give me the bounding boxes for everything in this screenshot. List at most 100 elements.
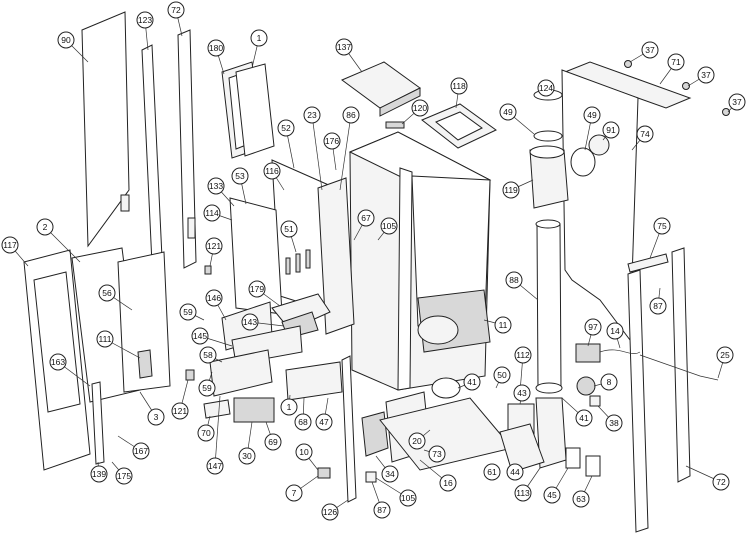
svg-text:47: 47	[319, 417, 329, 427]
part-72-rail-left	[177, 29, 197, 269]
callout-70: 70	[197, 424, 215, 442]
svg-text:176: 176	[325, 136, 339, 146]
callout-123: 123	[136, 11, 154, 29]
callout-72: 72	[712, 473, 730, 491]
part-44-base	[499, 423, 545, 473]
svg-text:146: 146	[207, 293, 221, 303]
callout-88: 88	[505, 271, 523, 289]
svg-text:167: 167	[134, 446, 148, 456]
callout-105: 105	[380, 217, 398, 235]
callout-91: 91	[602, 121, 620, 139]
part-23-firebox-side	[317, 177, 355, 335]
callout-63: 63	[572, 490, 590, 508]
callout-118: 118	[450, 77, 468, 95]
svg-text:41: 41	[467, 377, 477, 387]
callout-90: 90	[57, 31, 75, 49]
part-38-bracket	[589, 395, 601, 407]
callout-67: 67	[357, 209, 375, 227]
callout-137: 137	[335, 38, 353, 56]
callout-37: 37	[641, 41, 659, 59]
svg-text:51: 51	[284, 224, 294, 234]
part-37-screw-b	[682, 82, 690, 90]
callout-52: 52	[277, 119, 295, 137]
svg-text:133: 133	[209, 181, 223, 191]
svg-text:119: 119	[504, 185, 518, 195]
callout-1: 1	[250, 29, 268, 47]
part-14-cable	[599, 349, 641, 354]
part-88-flue-pipe	[536, 223, 562, 389]
part-123-rail	[141, 44, 163, 265]
svg-text:7: 7	[292, 488, 297, 498]
svg-text:75: 75	[657, 221, 667, 231]
callout-61: 61	[483, 463, 501, 481]
svg-text:58: 58	[203, 350, 213, 360]
svg-text:126: 126	[323, 507, 337, 517]
part-119-flue-connector	[529, 149, 569, 209]
callout-41: 41	[575, 409, 593, 427]
part-105-fitting	[365, 471, 377, 483]
part-72-rail-right	[671, 247, 691, 483]
callout-145: 145	[191, 327, 209, 345]
svg-text:71: 71	[671, 57, 681, 67]
callout-47: 47	[315, 413, 333, 431]
part-63-plate	[585, 455, 601, 477]
callout-7: 7	[285, 484, 303, 502]
callout-bubbles: 90 123 72 180 1 137 118 37 71 37 37 124 …	[1, 1, 746, 521]
part-88-ring-bottom	[535, 382, 563, 394]
svg-text:121: 121	[173, 406, 187, 416]
svg-text:53: 53	[235, 171, 245, 181]
callout-97: 97	[584, 318, 602, 336]
svg-text:1: 1	[287, 402, 292, 412]
callout-176: 176	[323, 132, 341, 150]
callout-37: 37	[697, 66, 715, 84]
svg-text:34: 34	[385, 469, 395, 479]
callout-51: 51	[280, 220, 298, 238]
part-37-screw-a	[624, 60, 632, 68]
svg-text:30: 30	[242, 451, 252, 461]
svg-text:72: 72	[171, 5, 181, 15]
part-56-glass	[117, 251, 171, 393]
svg-text:118: 118	[452, 81, 466, 91]
svg-text:113: 113	[516, 488, 530, 498]
part-90-bracket	[120, 194, 130, 212]
svg-text:56: 56	[102, 288, 112, 298]
svg-text:180: 180	[209, 43, 223, 53]
part-137-front-lip	[379, 87, 421, 117]
callout-139: 139	[90, 465, 108, 483]
svg-text:74: 74	[640, 129, 650, 139]
svg-text:41: 41	[579, 413, 589, 423]
part-120-clip	[385, 121, 405, 129]
part-126-rail	[341, 355, 357, 503]
svg-text:49: 49	[503, 107, 513, 117]
svg-text:25: 25	[720, 350, 730, 360]
svg-text:116: 116	[265, 166, 279, 176]
callout-69: 69	[264, 433, 282, 451]
part-118-opening	[435, 111, 483, 141]
callout-71: 71	[667, 53, 685, 71]
svg-text:139: 139	[92, 469, 106, 479]
svg-text:88: 88	[509, 275, 519, 285]
callout-20: 20	[408, 432, 426, 450]
svg-text:145: 145	[193, 331, 207, 341]
part-74-side-panel	[561, 69, 639, 342]
part-small-clip	[204, 265, 212, 275]
callout-87: 87	[373, 501, 391, 519]
callout-53: 53	[231, 167, 249, 185]
callout-114: 114	[203, 204, 221, 222]
part-111-handle	[137, 349, 153, 379]
part-119-top-opening	[529, 145, 565, 159]
callout-124: 124	[537, 79, 555, 97]
callout-11: 11	[494, 316, 512, 334]
callout-56: 56	[98, 284, 116, 302]
part-25-power-cord	[639, 354, 719, 381]
callout-3: 3	[147, 408, 165, 426]
callout-112: 112	[514, 346, 532, 364]
svg-text:97: 97	[588, 322, 598, 332]
svg-text:59: 59	[183, 307, 193, 317]
svg-text:45: 45	[547, 490, 557, 500]
part-49-ring-top	[533, 130, 563, 142]
callout-120: 120	[411, 99, 429, 117]
svg-text:52: 52	[281, 123, 291, 133]
svg-text:124: 124	[539, 83, 553, 93]
